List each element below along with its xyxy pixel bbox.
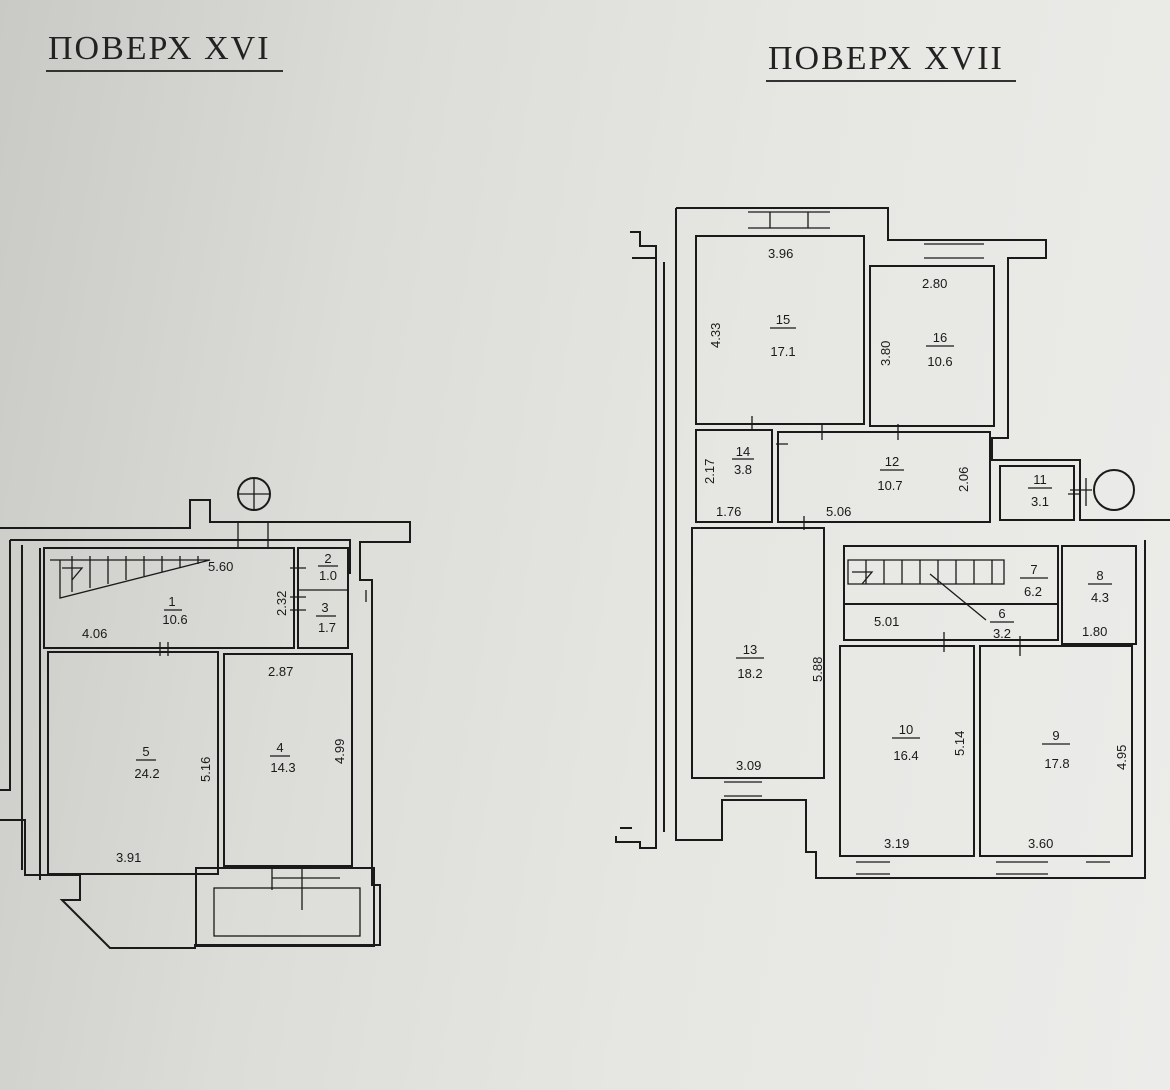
floor-16-title: ПОВЕРХ XVI <box>46 30 283 72</box>
dim-4-33: 4.33 <box>708 323 723 348</box>
plan-label: 14.3 <box>270 760 295 775</box>
plan-label: 9 <box>1052 728 1059 743</box>
floor-16-plan <box>0 477 411 949</box>
plan-label: 8 <box>1096 568 1103 583</box>
room-3-label: 3 1.7 <box>316 600 336 635</box>
room-16-label: 16 10.6 <box>926 330 954 369</box>
plan-label: 3.1 <box>1031 494 1049 509</box>
plan-label: 1 <box>168 594 175 609</box>
dim-3-91: 3.91 <box>116 850 141 865</box>
dim-1-80: 1.80 <box>1082 624 1107 639</box>
floor-17-dimensions: 3.96 2.80 4.33 3.80 2.17 2.06 1.76 5.06 … <box>702 246 1129 851</box>
dim-3-96: 3.96 <box>768 246 793 261</box>
room-6-label: 6 3.2 <box>990 606 1014 641</box>
dim-2-87: 2.87 <box>268 664 293 679</box>
room-13-label: 13 18.2 <box>736 642 764 681</box>
plan-label: 3.8 <box>734 462 752 477</box>
room-4-label: 4 14.3 <box>270 740 296 775</box>
dim-2-17: 2.17 <box>702 459 717 484</box>
floor-16-room-labels: 1 10.6 2 1.0 3 1.7 4 14.3 5 24.2 <box>134 551 338 781</box>
plan-label: 12 <box>885 454 899 469</box>
staircase-16 <box>50 556 211 599</box>
plan-label: 16.4 <box>893 748 918 763</box>
dim-3-19: 3.19 <box>884 836 909 851</box>
dim-5-01: 5.01 <box>874 614 899 629</box>
dim-3-60: 3.60 <box>1028 836 1053 851</box>
dim-5-14: 5.14 <box>952 731 967 756</box>
dim-1-76: 1.76 <box>716 504 741 519</box>
dim-5-88: 5.88 <box>810 657 825 682</box>
room-15-label: 15 17.1 <box>770 312 796 359</box>
floor-17-title: ПОВЕРХ XVII <box>766 40 1016 82</box>
ventilation-shaft-17 <box>1093 469 1135 511</box>
room-7-label: 7 6.2 <box>1020 562 1048 599</box>
plan-label: 7 <box>1030 562 1037 577</box>
room-12-label: 12 10.7 <box>877 454 904 493</box>
dim-5-16: 5.16 <box>198 757 213 782</box>
plan-label: 2 <box>324 551 331 566</box>
plan-label: 6 <box>998 606 1005 621</box>
plan-label: 1.7 <box>318 620 336 635</box>
dim-4-99: 4.99 <box>332 739 347 764</box>
plan-label: 24.2 <box>134 766 159 781</box>
plan-label: 10.7 <box>877 478 902 493</box>
plan-label: 11 <box>1033 472 1047 487</box>
plan-label: 4.3 <box>1091 590 1109 605</box>
plan-label: 3.2 <box>993 626 1011 641</box>
plan-label: 15 <box>776 312 790 327</box>
plan-label: 1.0 <box>319 568 337 583</box>
plan-label: 17.1 <box>770 344 795 359</box>
plan-label: 10 <box>899 722 913 737</box>
dim-4-06: 4.06 <box>82 626 107 641</box>
plan-label: 5 <box>142 744 149 759</box>
plan-label: 10.6 <box>162 612 187 627</box>
dim-2-80: 2.80 <box>922 276 947 291</box>
plan-label: 18.2 <box>737 666 762 681</box>
room-14-label: 14 3.8 <box>732 444 754 477</box>
plan-label: 3 <box>321 600 328 615</box>
plan-label: 14 <box>736 444 750 459</box>
room-1-label: 1 10.6 <box>162 594 187 627</box>
plan-label: 6.2 <box>1024 584 1042 599</box>
staircase-17 <box>847 559 1005 621</box>
floor-16-dimensions: 5.60 2.32 4.06 2.87 5.16 4.99 3.91 <box>82 559 347 865</box>
dim-5-06: 5.06 <box>826 504 851 519</box>
room-9-label: 9 17.8 <box>1042 728 1070 771</box>
dim-5-60: 5.60 <box>208 559 233 574</box>
dim-4-95: 4.95 <box>1114 745 1129 770</box>
room-10-label: 10 16.4 <box>892 722 920 763</box>
plan-label: 13 <box>743 642 757 657</box>
dim-2-32: 2.32 <box>274 591 289 616</box>
room-11-label: 11 3.1 <box>1028 472 1052 509</box>
floor-17-room-labels: 15 17.1 16 10.6 14 3.8 12 10.7 11 3.1 13… <box>732 312 1112 771</box>
dim-2-06: 2.06 <box>956 467 971 492</box>
plan-label: 17.8 <box>1044 756 1069 771</box>
dim-3-09: 3.09 <box>736 758 761 773</box>
plan-label: 4 <box>276 740 283 755</box>
room-5-label: 5 24.2 <box>134 744 159 781</box>
floor-17-plan <box>615 207 1170 879</box>
room-8-label: 8 4.3 <box>1088 568 1112 605</box>
room-2-label: 2 1.0 <box>318 551 338 583</box>
dim-3-80: 3.80 <box>878 341 893 366</box>
plan-label: 10.6 <box>927 354 952 369</box>
plan-label: 16 <box>933 330 947 345</box>
